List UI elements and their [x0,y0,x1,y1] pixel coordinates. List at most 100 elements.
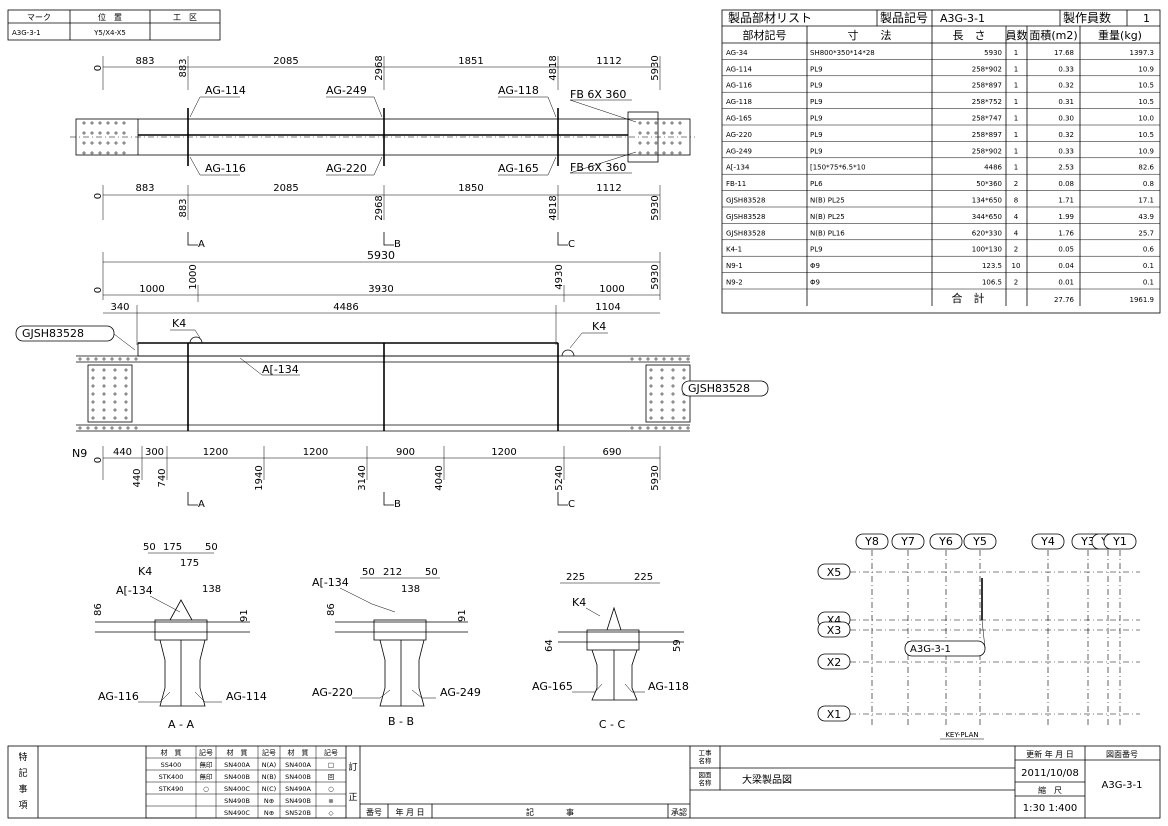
elev-dim-3: 1000 [599,284,624,295]
bolt-mark [678,357,682,361]
bolt-mark [114,121,118,125]
aa-dim-175a: 175 [163,542,182,553]
cc-dim-225a: 225 [566,572,585,583]
mat-cell: STK490 [159,785,184,793]
bolt-mark [686,426,690,430]
parts-cell: 10.9 [1138,65,1154,73]
mat-cell: STK400 [159,773,184,781]
bolt-mark [646,357,650,361]
lower-mark-3: 4818 [548,195,559,220]
parts-cell: K4-1 [726,246,742,254]
upper-mark-1: 883 [178,58,189,77]
header-mark: マーク [27,13,51,22]
update-date: 2011/10/08 [1021,768,1079,779]
bolt-mark [646,426,650,430]
parts-cell: AG-165 [726,115,752,123]
bolt-mark [82,141,86,145]
bolt-mark [654,131,658,135]
parts-header: 員数 [1006,29,1028,42]
parts-cell: 17.68 [1054,49,1074,57]
mat-header: 材 質 [161,748,182,757]
parts-cell: PL6 [810,180,823,188]
parts-header: 重量(kg) [1098,28,1142,42]
parts-cell: 0.31 [1058,98,1074,106]
bolt-mark [649,416,653,420]
axis-label-y: Y6 [938,535,953,548]
parts-cell: FB-11 [726,180,746,188]
parts-cell: PL9 [810,98,823,106]
bolt-mark [91,384,95,388]
axis-bubble-y [891,533,925,550]
mat-cell: SN490B [224,797,250,805]
axis-label-y: Y1 [1112,535,1127,548]
mat-cell: □ [328,761,334,769]
parts-cell: 0.08 [1058,180,1074,188]
parts-cell: 4 [1014,213,1019,221]
bolt-mark [678,131,682,135]
label-ag118: AG-118 [498,84,539,97]
bolt-mark [106,151,110,155]
bolt-mark [114,141,118,145]
bolt-mark [102,408,106,412]
bolt-mark [649,400,653,404]
bolt-mark [638,357,642,361]
member-leader [981,619,986,649]
bolt-mark [671,400,675,404]
bottom-mark: 740 [157,468,168,487]
bolt-mark [670,131,674,135]
bolt-mark [86,357,90,361]
cc-ag118: AG-118 [648,680,689,693]
parts-cell: 1 [1014,98,1018,106]
bolt-mark [94,357,98,361]
mat-cell: N(C) [262,785,276,793]
parts-cell: 106.5 [982,279,1002,287]
cc-dim-64: 64 [544,639,555,652]
count-label: 製作員数 [1063,10,1111,25]
note-1: 特 [18,751,27,763]
cc-dim-59: 59 [672,639,683,652]
mat-cell: SN490B [285,797,311,805]
rev-label: 訂 [348,761,357,773]
axis-bubble-x [817,563,851,580]
mat-cell: 無印 [200,772,213,781]
bolt-mark [91,368,95,372]
bolt-mark [124,408,128,412]
parts-cell: AG-116 [726,82,753,90]
mat-header: 記号 [262,748,276,757]
cc-k4: K4 [572,596,586,609]
scale-value: 1:30 1:400 [1023,803,1077,814]
bottom-mark: 5930 [650,465,661,490]
bolt-mark [124,392,128,396]
parts-cell: 1 [1014,164,1018,172]
mat-cell: SN400C [224,785,250,793]
parts-cell: AG-118 [726,98,752,106]
parts-cell: PL9 [810,147,823,155]
parts-cell: 0.01 [1058,279,1074,287]
aa-dim-175b: 175 [180,558,199,569]
upper-dim-1: 883 [135,56,154,67]
bolt-mark [90,121,94,125]
bolt-mark [654,141,658,145]
parts-cell: 1.76 [1058,229,1074,237]
bolt-mark [671,368,675,372]
bottom-mark: 0 [93,457,104,463]
parts-cell: AG-114 [726,65,753,73]
parts-cell: 2 [1014,180,1018,188]
bottom-dim: 1200 [303,447,328,458]
bolt-mark [102,376,106,380]
aa-ag116: AG-116 [98,690,139,703]
key-plan: KEY-PLAN Y8Y7Y6Y5Y4Y3Y2Y1X5X4X3X2X1A3G-3… [817,533,1140,740]
bolt-mark [638,121,642,125]
bolt-mark [82,131,86,135]
bolt-mark [660,400,664,404]
bolt-mark [114,151,118,155]
bolt-mark [106,141,110,145]
bolt-mark [660,384,664,388]
elev-dim-1: 1000 [139,284,164,295]
bolt-mark [91,400,95,404]
aa-dim-50b: 50 [205,542,218,553]
bolt-mark [682,400,686,404]
bolt-mark [682,408,686,412]
tag-gjsh-right: GJSH83528 [688,382,750,395]
